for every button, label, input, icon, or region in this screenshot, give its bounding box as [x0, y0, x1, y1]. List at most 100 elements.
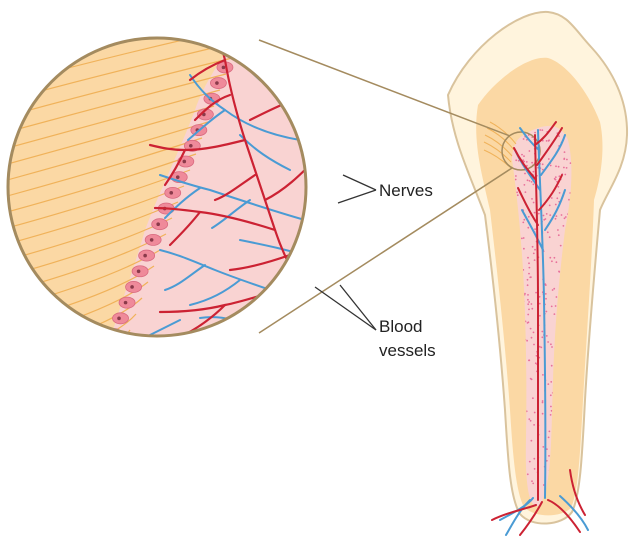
pulp-dot: [524, 293, 526, 295]
pulp-dot: [527, 314, 529, 316]
pulp-dot: [551, 365, 553, 367]
odontoblast-nucleus: [189, 144, 193, 148]
pulp-dot: [527, 473, 529, 475]
pulp-dot: [558, 271, 560, 273]
pulp-dot: [526, 340, 528, 342]
pulp-dot: [527, 294, 529, 296]
blood-vessels-label-line1: Blood: [379, 316, 422, 337]
odontoblast-nucleus: [143, 254, 147, 258]
pulp-dot: [538, 213, 540, 215]
pulp-dot: [527, 227, 529, 229]
pulp-dot: [533, 184, 535, 186]
pulp-dot: [548, 437, 550, 439]
pulp-dot: [540, 347, 542, 349]
pulp-dot: [542, 413, 544, 415]
pulp-dot: [545, 298, 547, 300]
pulp-dot: [535, 292, 537, 294]
odontoblast-nucleus: [169, 191, 173, 195]
pulp-dot: [542, 402, 544, 404]
pulp-dot: [546, 335, 548, 337]
pulp-dot: [556, 197, 558, 199]
pulp-dot: [550, 165, 552, 167]
pulp-dot: [564, 174, 566, 176]
pulp-dot: [522, 222, 524, 224]
pulp-dot: [541, 336, 543, 338]
pulp-dot: [554, 313, 556, 315]
pulp-dot: [549, 431, 551, 433]
pulp-dot: [528, 262, 530, 264]
pulp-dot: [547, 341, 549, 343]
pulp-dot: [515, 175, 517, 177]
pulp-dot: [547, 231, 549, 233]
pulp-dot: [532, 246, 534, 248]
pulp-dot: [521, 238, 523, 240]
pulp-dot: [533, 332, 535, 334]
pulp-dot: [548, 158, 550, 160]
pulp-dot: [525, 191, 527, 193]
odontoblast-cell: [230, 31, 246, 42]
pulp-dot: [523, 237, 525, 239]
pulp-dot: [566, 159, 568, 161]
pulp-dot: [528, 418, 530, 420]
pulp-dot: [555, 165, 557, 167]
pulp-dot: [548, 455, 550, 457]
pulp-dot: [539, 346, 541, 348]
pulp-dot: [528, 301, 530, 303]
pulp-dot: [550, 381, 552, 383]
pulp-dot: [534, 468, 536, 470]
pulp-dot: [534, 228, 536, 230]
pulp-dot: [533, 458, 535, 460]
pulp-dot: [550, 406, 552, 408]
pulp-dot: [568, 199, 570, 201]
pulp-dot: [533, 202, 535, 204]
odontoblast-nucleus: [235, 34, 239, 38]
pulp-dot: [524, 173, 526, 175]
pulp-dot: [555, 305, 557, 307]
odontoblast-nucleus: [222, 66, 226, 70]
pulp-dot: [570, 162, 572, 164]
pulp-dot: [524, 184, 526, 186]
pulp-dot: [545, 218, 547, 220]
pulp-dot: [527, 284, 529, 286]
pulp-dot: [558, 166, 560, 168]
blood-vessels-leader-1: [315, 287, 376, 330]
pulp-dot: [557, 229, 559, 231]
pulp-dot: [552, 289, 554, 291]
magnified-view: [0, 10, 330, 406]
pulp-dot: [557, 186, 559, 188]
dentin-tubule-line: [0, 346, 124, 406]
odontoblast-nucleus: [182, 160, 186, 164]
odontoblast-nucleus: [156, 222, 160, 226]
pulp-dot: [542, 374, 544, 376]
odontoblast-nucleus: [137, 269, 141, 273]
nerves-leader-1: [343, 175, 376, 190]
pulp-dot: [534, 412, 536, 414]
pulp-dot: [527, 303, 529, 305]
pulp-dot: [530, 420, 532, 422]
pulp-dot: [549, 214, 551, 216]
pulp-dot: [542, 446, 544, 448]
tooth-illustration: [448, 12, 627, 535]
pulp-dot: [529, 276, 531, 278]
odontoblast-nucleus: [130, 285, 134, 289]
pulp-dot: [542, 163, 544, 165]
pulp-dot: [553, 288, 555, 290]
pulp-dot: [550, 343, 552, 345]
pulp-dot: [527, 257, 529, 259]
pulp-dot: [530, 328, 532, 330]
pulp-dot: [528, 273, 530, 275]
pulp-dot: [532, 483, 534, 485]
pulp-dot: [531, 440, 533, 442]
pulp-dot: [539, 315, 541, 317]
pulp-dot: [551, 197, 553, 199]
pulp-dot: [566, 167, 568, 169]
nerves-leader-2: [338, 190, 376, 203]
pulp-dot: [531, 162, 533, 164]
odontoblast-nucleus: [215, 81, 219, 85]
pulp-dot: [531, 337, 533, 339]
pulp-dot: [533, 171, 535, 173]
pulp-dot: [534, 132, 536, 134]
pulp-dot: [521, 154, 523, 156]
pulp-dot: [555, 204, 557, 206]
